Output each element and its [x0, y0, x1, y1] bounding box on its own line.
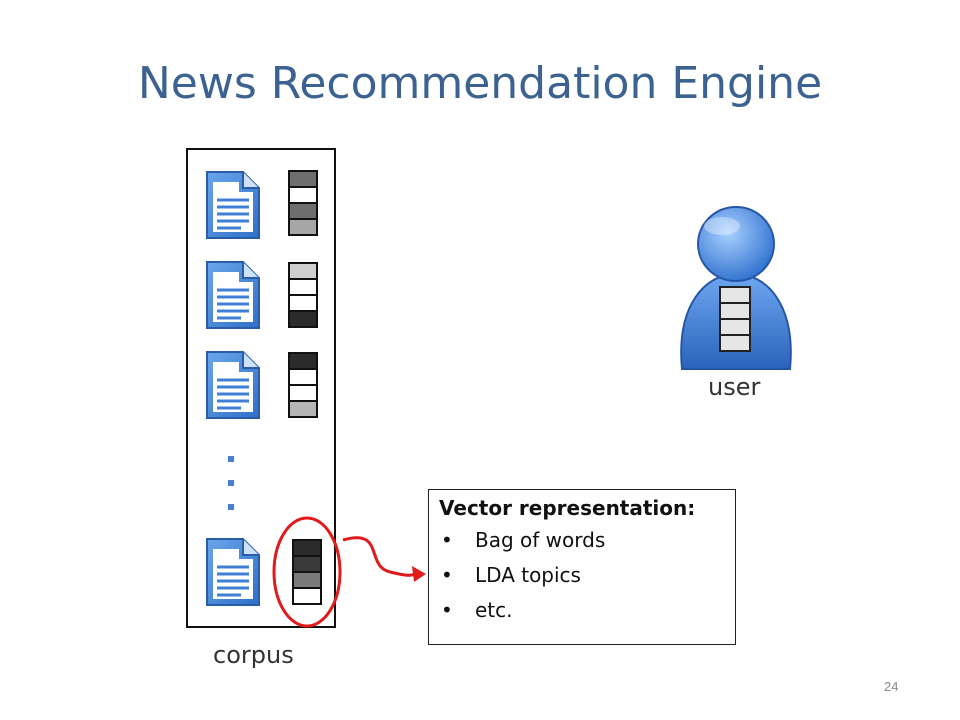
document-vector-highlighted [292, 539, 322, 605]
info-bullet-text: etc. [475, 598, 513, 622]
vector-cell [290, 354, 316, 368]
vector-cell [290, 370, 316, 384]
vector-cell [290, 220, 316, 234]
vector-cell [290, 296, 316, 310]
bullet-icon: • [441, 563, 453, 587]
document-vector [288, 352, 318, 418]
vector-cell [721, 304, 749, 318]
vector-cell [721, 336, 749, 350]
document-icon [206, 351, 260, 419]
vector-representation-box: Vector representation: • Bag of words • LD… [428, 489, 736, 645]
document-icon [206, 261, 260, 329]
page-number: 24 [884, 679, 899, 694]
info-bullet: • LDA topics [439, 563, 725, 587]
bullet-icon: • [441, 528, 453, 552]
document-icon [206, 171, 260, 239]
info-heading: Vector representation: [439, 496, 696, 520]
vector-cell [290, 172, 316, 186]
info-list: • Bag of words • LDA topics • etc. [439, 528, 725, 622]
info-bullet: • Bag of words [439, 528, 725, 552]
document-icon [206, 538, 260, 606]
info-bullet: • etc. [439, 598, 725, 622]
vector-cell [290, 386, 316, 400]
vector-cell [721, 320, 749, 334]
info-bullet-text: LDA topics [475, 563, 581, 587]
vector-cell [294, 557, 320, 571]
slide-title: News Recommendation Engine [137, 58, 823, 109]
user-label: user [708, 373, 761, 401]
vector-cell [290, 188, 316, 202]
vector-cell [294, 589, 320, 603]
vector-cell [290, 312, 316, 326]
corpus-container [186, 148, 336, 628]
arrow-head-icon [412, 566, 426, 582]
corpus-label: corpus [213, 641, 294, 669]
vector-cell [294, 573, 320, 587]
user-vector [719, 286, 751, 352]
curved-arrow [342, 536, 419, 577]
highlight-ellipse [272, 516, 342, 628]
vector-cell [721, 288, 749, 302]
vector-cell [290, 280, 316, 294]
info-bullet-text: Bag of words [475, 528, 606, 552]
vector-cell [290, 402, 316, 416]
vector-cell [290, 264, 316, 278]
vector-cell [290, 204, 316, 218]
vector-cell [294, 541, 320, 555]
bullet-icon: • [441, 598, 453, 622]
document-vector [288, 262, 318, 328]
document-vector [288, 170, 318, 236]
